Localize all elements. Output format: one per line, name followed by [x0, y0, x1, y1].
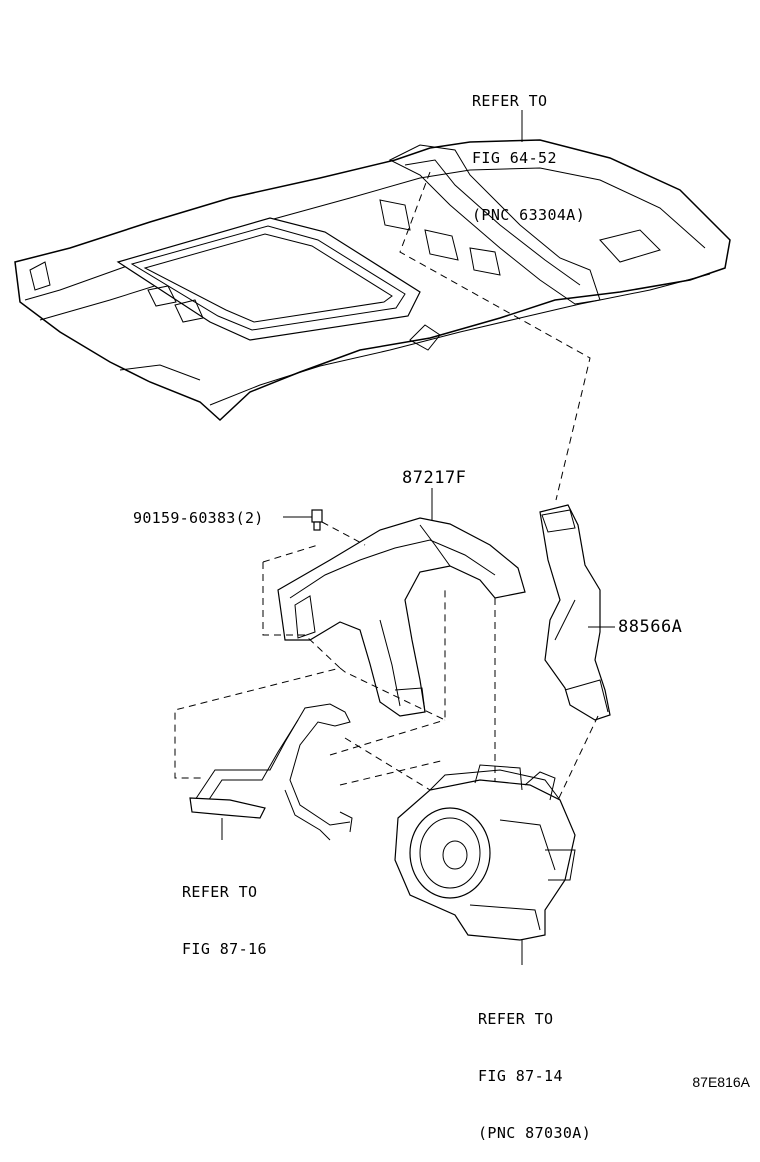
left-reference-callout: REFER TO FIG 87-16 — [182, 845, 267, 978]
roof-duct-connection-line — [399, 171, 591, 501]
bottom-reference-line-1: REFER TO — [478, 1010, 554, 1028]
duct-88566A-illustration — [539, 504, 615, 721]
mid-dash — [339, 590, 446, 721]
bottom-reference-line-3: (PNC 87030A) — [478, 1124, 592, 1142]
side-duct-to-unit-dash — [557, 715, 599, 801]
parts-diagram — [14, 110, 731, 965]
part-number-87217F: 87217F — [402, 468, 467, 488]
top-left-dash — [262, 544, 319, 563]
roof-headliner-illustration — [14, 139, 731, 422]
bottom-reference-callout: REFER TO FIG 87-14 (PNC 87030A) — [478, 972, 591, 1162]
bolt-90159-60383-illustration — [283, 509, 366, 546]
wire-harness-illustration — [189, 703, 353, 841]
part-number-88566A: 88566A — [618, 617, 683, 637]
roof-reference-line-3: (PNC 63304A) — [472, 206, 586, 224]
part-number-bolt: 90159-60383(2) — [133, 509, 264, 527]
left-dash-connection — [174, 562, 342, 779]
bottom-reference-line-2: FIG 87-14 — [478, 1067, 563, 1085]
diagram-drawing — [14, 110, 731, 965]
mid-dash-2 — [329, 719, 446, 756]
duct-87217F-illustration — [277, 488, 526, 717]
lower-dash-1 — [344, 737, 431, 791]
illustration-id: 87E816A — [692, 1074, 750, 1090]
roof-reference-line-1: REFER TO — [472, 92, 548, 110]
roof-reference-line-2: FIG 64-52 — [472, 149, 557, 167]
blower-unit-illustration — [394, 764, 576, 965]
roof-reference-callout: REFER TO FIG 64-52 (PNC 63304A) — [472, 54, 585, 244]
lower-dash-2 — [339, 759, 446, 786]
left-reference-line-2: FIG 87-16 — [182, 940, 267, 958]
left-reference-line-1: REFER TO — [182, 883, 258, 901]
